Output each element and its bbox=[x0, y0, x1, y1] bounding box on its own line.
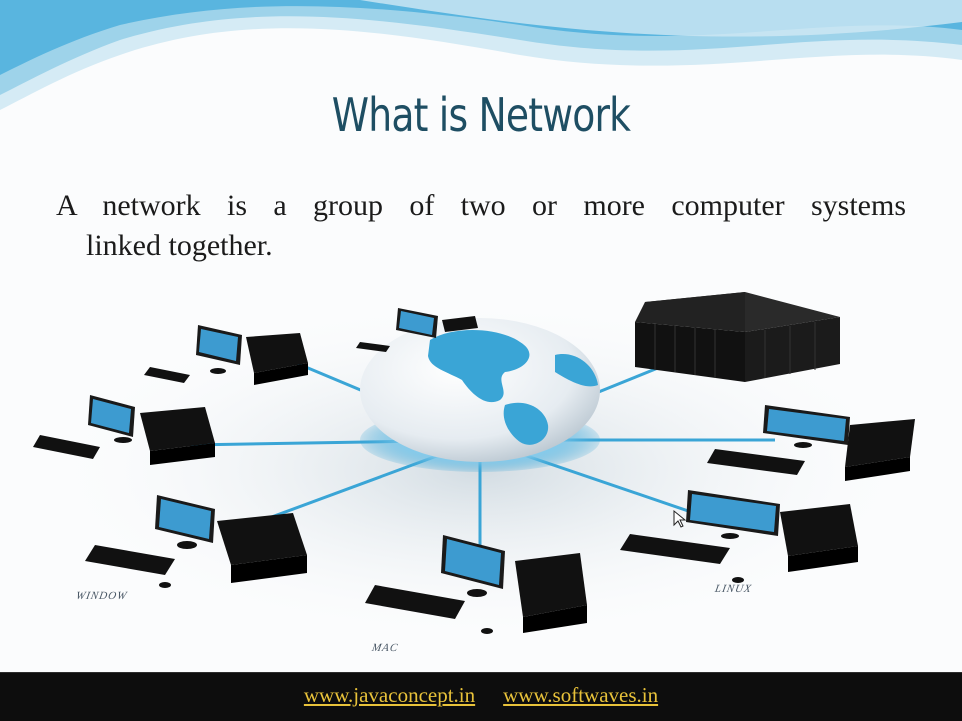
mouse-cursor-icon bbox=[673, 509, 687, 528]
body-line-1: A network is a group of two or more comp… bbox=[56, 189, 906, 222]
body-line-2: linked together. bbox=[86, 229, 273, 262]
computer-icon bbox=[33, 395, 215, 465]
footer-link-softwaves[interactable]: www.softwaves.in bbox=[503, 683, 659, 707]
computer-icon bbox=[365, 535, 587, 634]
footer-links: www.javaconcept.in www.softwaves.in bbox=[0, 683, 962, 708]
computer-icon bbox=[707, 405, 915, 481]
slide-title: What is Network bbox=[331, 88, 631, 142]
computer-icon bbox=[144, 325, 308, 385]
header-wave-decoration bbox=[0, 0, 962, 110]
footer-bar: www.javaconcept.in www.softwaves.in bbox=[0, 672, 962, 721]
slide-body-text: A network is a group of two or more comp… bbox=[56, 186, 906, 266]
computer-icon bbox=[620, 490, 858, 583]
network-diagram bbox=[20, 290, 940, 650]
footer-link-javaconcept[interactable]: www.javaconcept.in bbox=[303, 683, 476, 707]
label-mac: MAC bbox=[370, 642, 400, 654]
server-icon bbox=[635, 292, 840, 382]
computer-icon bbox=[85, 495, 307, 588]
computer-icon bbox=[356, 308, 478, 352]
label-linux: LINUX bbox=[713, 583, 753, 595]
slide: What is Network A network is a group of … bbox=[0, 0, 962, 654]
globe-icon bbox=[360, 318, 600, 462]
label-window: WINDOW bbox=[74, 590, 129, 602]
